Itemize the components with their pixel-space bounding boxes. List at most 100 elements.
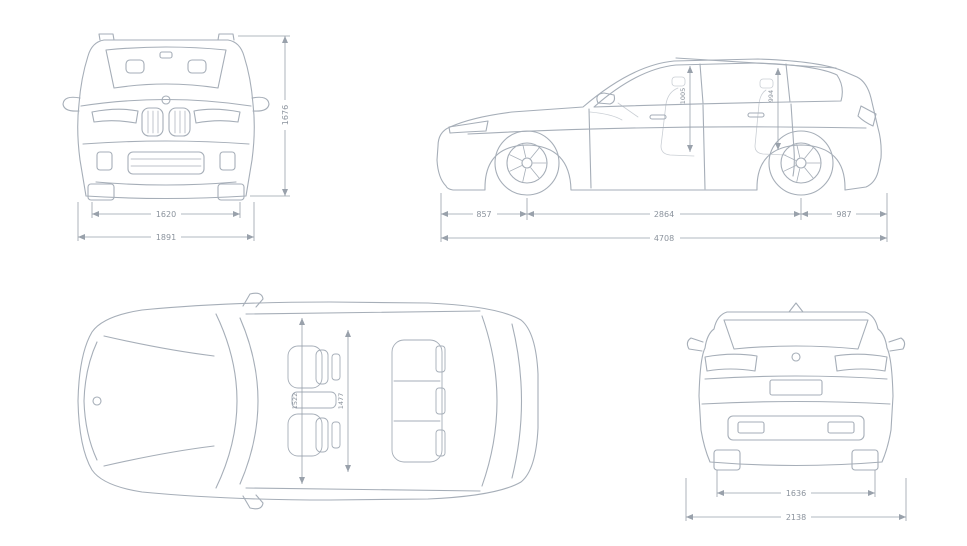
dim-label-front-width: 1891 [156,233,176,242]
dim-label-rear-headroom: 994 [767,90,775,102]
extension-lines-front-height [238,35,290,197]
roof-rail [675,57,837,69]
side-headlight [448,120,489,134]
rear-wheel-right [851,449,879,471]
rim [780,142,822,184]
steering-column [617,102,639,118]
mirror-upper [242,292,264,308]
side-rear-wheel [768,130,834,196]
extension-lines-overhangs [440,193,888,242]
door-handle-front [649,114,667,120]
windshield-top-arc [239,317,259,485]
headlight-right [193,108,241,124]
center-console [291,391,337,409]
fog-lamp-left [96,151,113,171]
side-mirror-right [251,96,270,112]
windshield-base-arc [215,313,238,489]
character-line [467,126,867,135]
lower-air-intake [127,151,205,175]
dim-label-overall-length: 4708 [654,234,674,243]
tyre [494,130,560,196]
glasshouse-outline [593,62,843,108]
dim-label-front-overhang: 857 [476,210,491,219]
rear-view-drawing [686,302,906,471]
fog-lamp-right [219,151,236,171]
side-taillight [857,105,877,127]
grille-bars-right [174,110,186,134]
rear-headrest [759,78,774,89]
spokes [783,144,821,182]
grille-bars-left [147,110,159,134]
side-view-drawing [436,57,882,196]
tyre [768,130,834,196]
roof-rail-right-icon [217,33,235,41]
kidney-grille-left [141,107,164,137]
dim-label-wheelbase: 2864 [654,210,674,219]
rear-mirror-left [686,337,704,352]
top-view-labels: 1522 1477 [291,393,345,410]
antenna-fin-icon [788,302,804,313]
front-windshield [105,46,227,89]
front-wheel-left [87,183,115,201]
rear-headrest-2 [435,387,446,415]
dim-label-front-height: 1676 [281,105,290,125]
front-headrest-right [331,421,341,449]
tailgate-arc [511,323,522,479]
top-body-outline [77,301,539,501]
tailgate-crease [704,375,888,380]
top-view-drawing [77,292,539,510]
rear-door-seam [790,103,795,177]
front-view-drawing [62,33,270,201]
brand-roundel-icon [161,95,171,105]
rear-bench [391,339,443,463]
hub [795,157,807,169]
exhaust-left [737,421,765,434]
roof-edge-lower [245,487,481,492]
dim-label-rear-interior-width: 1477 [337,393,345,410]
label-backing [650,208,680,219]
rearview-mirror [159,51,173,59]
front-door-seam [588,108,592,189]
rear-headrest-3 [435,429,446,457]
brand-roundel-icon [92,396,102,406]
label-backing [781,487,811,498]
dim-label-front-headroom: 1005 [679,88,687,105]
hood-crease-upper [103,335,215,357]
dim-label-rear-track: 1636 [786,489,806,498]
brand-roundel-icon [791,352,801,362]
intake-slats [130,158,202,167]
b-pillar [699,63,704,104]
front-view-labels: 1620 1891 1676 [151,100,290,242]
headrest-right [187,59,207,74]
dim-label-rear-overhang: 987 [836,210,851,219]
bumper-crease [82,140,250,145]
front-body-outline [77,39,255,200]
side-front-wheel [494,130,560,196]
front-seat [660,87,695,157]
side-view-labels: 857 2864 987 4708 1005 994 [473,88,856,243]
headlight-left [91,108,139,124]
front-bumper-line [83,341,98,461]
exhaust-right [827,421,855,434]
rear-seat [754,89,787,156]
side-mirror [596,92,616,105]
hood-crease-lower [103,445,215,467]
label-backing [650,232,680,243]
dim-label-rear-width: 2138 [786,513,806,522]
side-mirror-left [62,96,81,112]
taillight-right [834,353,888,372]
kidney-grille-right [168,107,191,137]
front-seatback-right [315,417,329,453]
front-seat-cushion-left [287,345,323,389]
extension-lines-rear-width [685,478,907,521]
rear-bench-seams [393,380,441,422]
door-handle-rear [747,112,765,118]
rear-headrest-1 [435,345,446,373]
bumper-top-line [701,400,891,405]
side-body-outline [436,58,882,191]
headrest-left [125,59,145,74]
roof-edge-upper [245,310,481,315]
rear-view-labels: 1636 2138 [781,487,811,522]
front-wheel-right [217,183,245,201]
